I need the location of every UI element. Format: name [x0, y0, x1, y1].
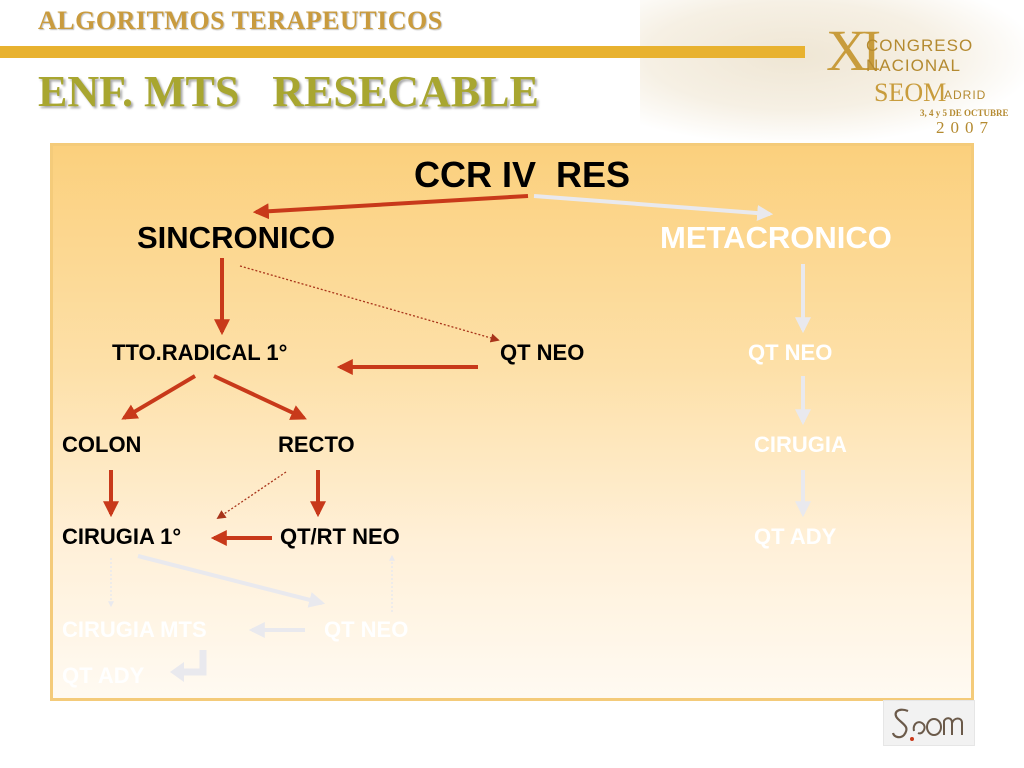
- node-qt-ady-bottom: QT ADY: [62, 663, 145, 688]
- arrow-cirugia-to-qtneo-bottom: [137, 554, 326, 608]
- congress-line-1: CONGRESO: [866, 36, 974, 55]
- congress-line-2: NACIONAL: [866, 56, 961, 75]
- arrow-tto-to-recto: [213, 374, 307, 420]
- header-divider: [0, 46, 805, 58]
- node-qt-neo-right: QT NEO: [748, 340, 833, 365]
- node-qt-ady-right: QT ADY: [754, 524, 837, 549]
- return-arrow-icon: [180, 650, 207, 676]
- congress-roman-numeral: XI: [826, 18, 881, 83]
- node-qt-neo-center: QT NEO: [500, 340, 585, 365]
- arrow-tto-to-colon: [121, 374, 197, 420]
- arrow-root-to-sincronico: [252, 194, 529, 220]
- node-recto: RECTO: [278, 432, 355, 457]
- node-tto-radical: TTO.RADICAL 1°: [112, 340, 288, 365]
- section-subtitle: ALGORITMOS TERAPEUTICOS: [38, 6, 443, 35]
- node-qt-neo-bottom: QT NEO: [324, 617, 409, 642]
- seom-logo-icon: [883, 700, 975, 746]
- node-cirugia-mts: CIRUGIA MTS: [62, 617, 207, 642]
- slide-title: ENF. MTS RESECABLE: [38, 67, 539, 116]
- dotted-recto-to-cirugia: [216, 471, 287, 520]
- arrow-root-to-metacronico: [533, 194, 774, 222]
- node-qt-rt-neo: QT/RT NEO: [280, 524, 400, 549]
- node-metacronico: METACRONICO: [660, 220, 892, 255]
- diagram-panel: [50, 143, 974, 701]
- node-cirugia-right: CIRUGIA: [754, 432, 847, 457]
- node-sincronico: SINCRONICO: [137, 220, 336, 255]
- congress-dates: 3, 4 y 5 DE OCTUBRE: [920, 108, 1009, 118]
- node-cirugia-1: CIRUGIA 1°: [62, 524, 182, 549]
- congress-city: ADRID: [944, 88, 987, 102]
- congress-year: 2007: [936, 118, 994, 137]
- dotted-sincronico-to-qtneo: [239, 265, 500, 343]
- node-root: CCR IV RES: [414, 154, 631, 195]
- congress-seom: SEOM: [874, 78, 947, 107]
- node-colon: COLON: [62, 432, 142, 457]
- congress-logo: XI CONGRESO NACIONAL SEOM ADRID 3, 4 y 5…: [820, 18, 1020, 143]
- header-decoration: [640, 0, 1024, 140]
